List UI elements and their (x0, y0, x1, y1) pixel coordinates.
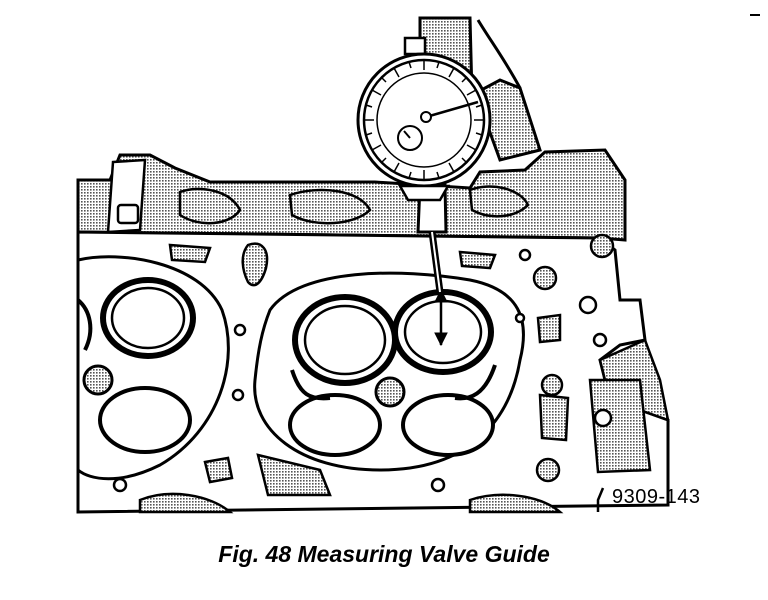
valve-guide-illustration (76, 16, 670, 514)
figure-caption: Fig. 48 Measuring Valve Guide (218, 541, 550, 567)
measured-valve-seat (392, 289, 494, 375)
deck-passages (138, 242, 570, 514)
dial-tick-marks (364, 60, 484, 180)
center-combustion-chamber (253, 271, 525, 472)
dial-indicator-gauge (356, 36, 492, 202)
figure-reference-code: 9309-143 (612, 486, 701, 508)
corner-mark (750, 14, 760, 16)
intake-valve-seat (292, 294, 398, 386)
measurement-arrow (434, 288, 448, 347)
dial-needle (425, 100, 479, 119)
left-combustion-chamber (76, 255, 230, 481)
reference-bracket (596, 487, 605, 512)
head-bolt-holes (112, 233, 615, 493)
back-wall-bosses (106, 158, 530, 234)
